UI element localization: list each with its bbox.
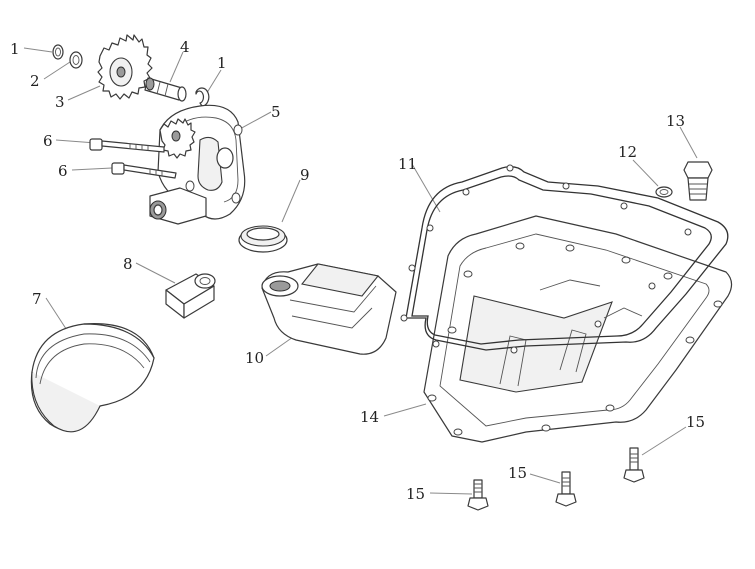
pan-bolt-15a xyxy=(467,479,489,511)
callout-13: 13 xyxy=(666,112,685,130)
drain-washer-12 xyxy=(655,186,673,198)
callout-14: 14 xyxy=(360,408,379,426)
bolt-6b xyxy=(111,162,177,179)
callout-11: 11 xyxy=(398,155,417,173)
pan-bolt-15c xyxy=(623,447,645,483)
callout-1-b: 1 xyxy=(217,54,227,72)
oil-strainer-10 xyxy=(261,263,397,355)
filter-nipple-8 xyxy=(165,273,216,319)
callout-2: 2 xyxy=(30,72,40,90)
bolt-6a xyxy=(89,138,165,153)
pump-shaft-4 xyxy=(144,77,187,102)
callout-15-c: 15 xyxy=(686,413,705,431)
oil-pump-5 xyxy=(149,104,246,225)
callout-15-a: 15 xyxy=(406,485,425,503)
drain-plug-13 xyxy=(683,161,713,201)
washer-2 xyxy=(69,51,83,69)
pan-bolt-15b xyxy=(555,471,577,507)
callout-labels: 1 2 3 4 1 5 6 6 7 8 9 10 11 12 13 14 15 … xyxy=(10,38,705,503)
callout-9: 9 xyxy=(300,166,310,184)
callout-5: 5 xyxy=(271,103,281,121)
oil-filter-7 xyxy=(30,323,155,433)
callout-3: 3 xyxy=(55,93,65,111)
leader-lines xyxy=(23,47,698,495)
circlip-1b xyxy=(195,87,210,107)
oil-pan-14 xyxy=(423,215,733,443)
callout-12: 12 xyxy=(618,143,637,161)
callout-4: 4 xyxy=(180,38,190,56)
callout-8: 8 xyxy=(123,255,133,273)
callout-7: 7 xyxy=(32,290,42,308)
oil-pan-gasket-11 xyxy=(400,164,729,354)
circlip-1a xyxy=(52,44,64,60)
callout-6-b: 6 xyxy=(58,162,68,180)
callout-1: 1 xyxy=(10,40,20,58)
callout-10: 10 xyxy=(245,349,264,367)
callout-6: 6 xyxy=(43,132,53,150)
callout-15-b: 15 xyxy=(508,464,527,482)
seal-ring-9 xyxy=(238,225,288,253)
drive-gear-3 xyxy=(97,34,153,100)
